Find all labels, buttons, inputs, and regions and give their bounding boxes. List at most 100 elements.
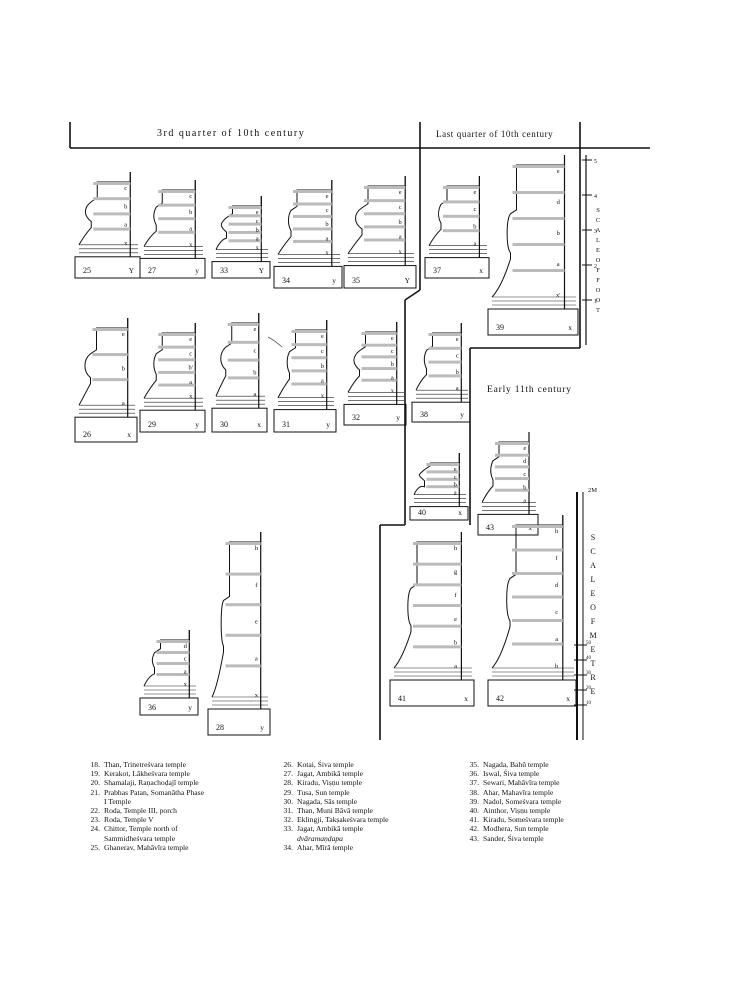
legend-text: Roda, Temple V: [104, 815, 154, 825]
part-label-32: c: [391, 348, 394, 355]
profile-outline-42: [491, 515, 564, 669]
part-label-35: e: [399, 189, 402, 196]
part-label-37: c: [473, 206, 476, 213]
legend-number: 34.: [283, 842, 294, 852]
metre-scale-letter: S: [591, 533, 595, 542]
part-label-42: d: [555, 582, 559, 589]
legend-item: 33.Jagat, Ambikā temple: [277, 824, 388, 833]
profile-hatch-43: [495, 488, 529, 492]
foot-scale-letter: E: [596, 247, 600, 254]
part-label-43: d: [523, 458, 527, 465]
legend-number: 21.: [90, 787, 101, 797]
metre-scale-letter: O: [590, 603, 596, 612]
legend-text: Nagada, Sās temple: [297, 796, 358, 806]
legend-text: Than, Muni Bāvā temple: [297, 806, 373, 816]
profile-base-27: [139, 257, 206, 279]
foot-scale-tick-label: 4: [594, 194, 597, 200]
legend-item: 43.Sander, Śiva temple: [463, 834, 564, 843]
profile-tag-38: y: [460, 410, 464, 419]
profile-number-41: 41: [398, 694, 406, 703]
profile-outline-43: [481, 432, 530, 503]
part-label-42: c: [555, 609, 558, 616]
profile-hatch-32: [361, 332, 397, 335]
metre-scale-tick-label: 40: [586, 656, 592, 661]
metre-scale-letter: L: [591, 575, 596, 584]
legend-item: 31.Than, Muni Bāvā temple: [277, 806, 388, 815]
part-label-37: b: [473, 223, 476, 230]
legend-text: Ahar, Mahavīra temple: [483, 787, 554, 797]
profile-hatch-38: [428, 333, 462, 336]
profile-hatch-31: [291, 382, 327, 386]
profile-hatch-42: [512, 595, 563, 599]
profile-outline-41: [393, 532, 462, 669]
profile-hatch-27: [158, 230, 196, 234]
legend-number: 22.: [90, 806, 101, 816]
profile-hatch-42: [512, 619, 563, 622]
profile-number-43: 43: [486, 523, 494, 532]
part-label-40: b: [454, 482, 457, 489]
profile-outline-29: [143, 323, 196, 399]
legend-number: 38.: [469, 787, 480, 797]
profile-hatch-43: [495, 442, 529, 445]
profile-tag-30: x: [257, 420, 261, 429]
metre-scale-letter: E: [591, 687, 596, 696]
metre-scale-tick-label: 10: [586, 701, 592, 706]
part-label-42: a: [555, 636, 558, 643]
legend-text: Chittor, Temple north of: [104, 824, 178, 834]
profile-hatch-27: [158, 190, 196, 193]
profile-hatch-36: [156, 651, 190, 654]
legend-item: 19.Kerakot, Lākheśvara temple: [84, 769, 204, 778]
legend-item: 40.Ainthor, Viṣṇu temple: [463, 806, 564, 815]
foot-scale-letter: C: [596, 217, 600, 224]
profile-hatch-28: [225, 633, 261, 637]
legend-item: 38.Ahar, Mahavīra temple: [463, 788, 564, 797]
period-header-p2: Last quarter of 10th century: [436, 129, 553, 139]
legend-item: 37.Sewari, Mahāvīra temple: [463, 778, 564, 787]
profile-base-40: [409, 506, 469, 521]
legend-item: 29.Tusa, Sun temple: [277, 788, 388, 797]
period-header-p3-text: Early 11th century: [487, 385, 572, 395]
legend-number: 40.: [469, 806, 480, 816]
profile-hatch-38: [428, 346, 462, 350]
part-label-35: c: [399, 204, 402, 211]
legend-number: 33.: [283, 824, 294, 834]
profile-hatch-25: [93, 197, 131, 201]
profile-hatch-26: [92, 353, 128, 357]
part-label-43: b: [523, 484, 526, 491]
legend-number: 25.: [90, 842, 101, 852]
part-label-38: e: [456, 336, 459, 343]
part-label-25: x: [124, 240, 128, 247]
profile-hatch-30: [227, 376, 259, 380]
profile-outline-30: [215, 313, 260, 397]
legend-text: Kiradu, Viṣṇu temple: [297, 778, 362, 788]
profile-hatch-41: [413, 583, 462, 587]
part-label-28: f: [255, 582, 258, 589]
legend-item: 28.Kiradu, Viṣṇu temple: [277, 778, 388, 787]
metre-scale-letter: F: [591, 617, 596, 626]
legend-number: 20.: [90, 778, 101, 788]
metre-scale-letter: E: [591, 589, 596, 598]
legend-text: Shamalaji, Raṇachoḍajī temple: [104, 778, 199, 788]
metre-scale-letter: A: [590, 561, 596, 570]
profile-hatch-43: [495, 465, 529, 469]
profile-hatch-38: [428, 360, 462, 364]
profile-number-38: 38: [420, 410, 428, 419]
legend-number: 26.: [283, 760, 294, 769]
profile-hatch-42: [512, 525, 563, 528]
part-label-33: c: [256, 218, 259, 225]
part-label-28: a: [255, 655, 258, 662]
profile-hatch-35: [364, 212, 406, 216]
profile-hatch-30: [227, 323, 259, 326]
legend-item: 36.Iswal, Śiva temple: [463, 769, 564, 778]
foot-scale-tick-label: 1: [594, 299, 597, 305]
profile-hatch-36: [156, 662, 190, 665]
profile-number-29: 29: [148, 420, 156, 429]
legend-text: Kerakot, Lākheśvara temple: [104, 769, 190, 779]
profile-number-37: 37: [433, 266, 441, 275]
profile-base-32: [343, 403, 407, 426]
part-label-37: e: [473, 189, 476, 196]
legend-text: Iswal, Śiva temple: [483, 769, 540, 779]
